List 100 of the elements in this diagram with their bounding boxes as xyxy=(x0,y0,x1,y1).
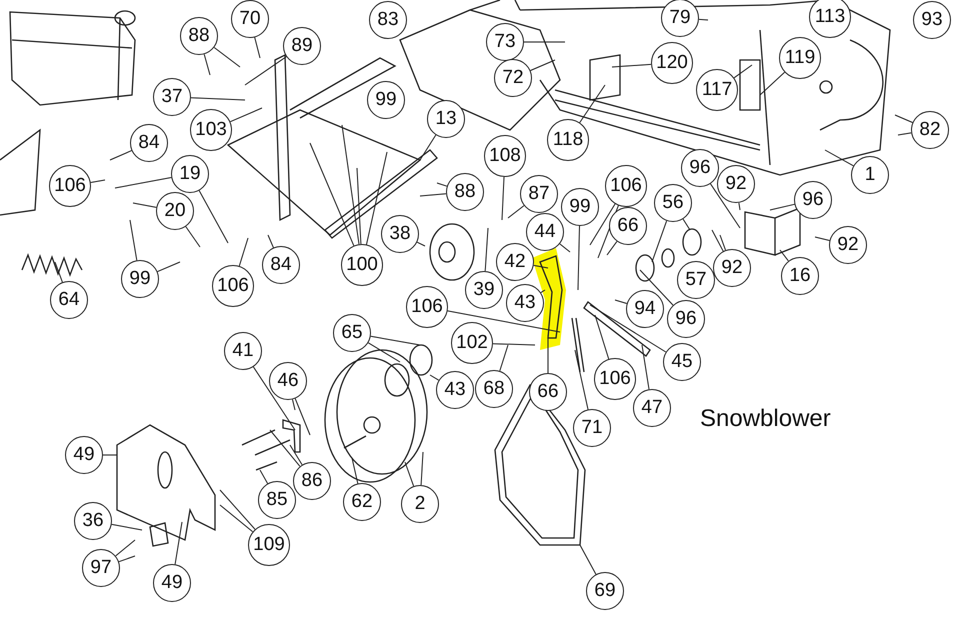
callout-number: 120 xyxy=(651,42,693,84)
callout-number: 62 xyxy=(343,483,381,521)
callout-number: 49 xyxy=(153,564,191,602)
leader-line xyxy=(492,343,536,346)
callout-number: 79 xyxy=(661,0,699,37)
leader-line xyxy=(533,264,548,268)
leader-line xyxy=(640,270,674,306)
leader-line xyxy=(118,556,136,562)
leader-line xyxy=(420,134,436,160)
leader-line xyxy=(290,444,303,466)
callout-number: 19 xyxy=(171,155,209,193)
callout-number: 44 xyxy=(526,213,564,251)
callout-number: 103 xyxy=(190,109,232,151)
leader-line xyxy=(814,236,830,241)
leader-line xyxy=(698,18,708,20)
leader-line xyxy=(720,234,726,251)
leader-line xyxy=(738,202,740,210)
leader-line xyxy=(54,262,63,283)
leader-line xyxy=(578,226,580,290)
leader-line xyxy=(590,304,666,352)
callout-number: 92 xyxy=(829,226,867,264)
leader-line xyxy=(760,72,786,96)
leader-line xyxy=(712,230,724,252)
leader-line xyxy=(190,97,246,100)
leader-line xyxy=(594,314,610,360)
callout-number: 68 xyxy=(475,370,513,408)
callout-number: 1 xyxy=(851,156,889,194)
leader-line xyxy=(574,350,588,410)
leader-line xyxy=(220,504,254,532)
callout-number: 16 xyxy=(781,257,819,295)
callout-number: 65 xyxy=(333,314,371,352)
callout-number: 106 xyxy=(212,265,254,307)
leader-line xyxy=(268,234,274,248)
leader-line xyxy=(356,168,362,244)
callout-number: 99 xyxy=(121,260,159,298)
leader-line xyxy=(352,458,358,484)
callout-number: 97 xyxy=(82,549,120,587)
callout-number: 72 xyxy=(494,59,532,97)
leader-line xyxy=(366,152,388,245)
leader-line xyxy=(254,36,260,58)
leader-line xyxy=(260,470,268,484)
leader-line xyxy=(102,454,118,456)
callout-number: 87 xyxy=(520,175,558,213)
leader-line xyxy=(579,84,606,124)
leader-line xyxy=(115,540,136,556)
leader-line xyxy=(824,150,854,166)
leader-line xyxy=(198,190,228,244)
leader-line xyxy=(204,54,210,76)
callout-number: 83 xyxy=(369,1,407,39)
callout-number: 47 xyxy=(633,389,671,427)
leader-line xyxy=(652,220,668,262)
leader-line xyxy=(770,204,795,210)
leader-line xyxy=(898,132,912,136)
callout-number: 85 xyxy=(258,481,296,519)
leader-line xyxy=(270,430,300,467)
leader-line xyxy=(368,342,400,362)
callout-number: 66 xyxy=(609,207,647,245)
callout-number: 42 xyxy=(496,243,534,281)
leader-line xyxy=(157,262,180,272)
leader-line xyxy=(310,142,354,246)
leader-line xyxy=(614,300,628,304)
callout-number: 106 xyxy=(49,165,91,207)
callout-number: 64 xyxy=(50,281,88,319)
leader-line xyxy=(404,462,414,487)
leader-line xyxy=(111,524,142,530)
callout-number: 93 xyxy=(913,1,951,39)
callout-number: 57 xyxy=(677,261,715,299)
diagram-title: Snowblower xyxy=(700,405,831,433)
leader-line xyxy=(110,150,132,160)
leader-line xyxy=(185,226,200,248)
leader-line xyxy=(420,452,424,486)
callout-number: 70 xyxy=(231,0,269,38)
leader-line xyxy=(130,220,138,261)
callout-number: 106 xyxy=(605,165,647,207)
callout-number: 41 xyxy=(224,332,262,370)
callout-number: 96 xyxy=(667,300,705,338)
leader-line xyxy=(894,114,913,123)
leader-line xyxy=(230,108,262,122)
leader-line xyxy=(734,64,752,78)
callout-number: 84 xyxy=(262,246,300,284)
leader-line xyxy=(508,205,524,218)
callout-number: 43 xyxy=(436,371,474,409)
leader-line xyxy=(214,47,240,68)
leader-line xyxy=(252,366,296,430)
callout-number: 49 xyxy=(65,436,103,474)
leader-line xyxy=(370,336,420,346)
callout-number: 84 xyxy=(130,124,168,162)
leader-line xyxy=(220,490,256,530)
callout-number: 92 xyxy=(717,165,755,203)
callout-number: 119 xyxy=(779,37,821,79)
leader-line xyxy=(90,180,106,183)
leader-line xyxy=(430,374,440,381)
leader-line xyxy=(682,218,690,230)
callout-number: 86 xyxy=(293,462,331,500)
callout-number: 2 xyxy=(401,485,439,523)
callout-number: 89 xyxy=(283,27,321,65)
callout-number: 37 xyxy=(153,78,191,116)
callout-number: 113 xyxy=(809,0,851,38)
callout-number: 100 xyxy=(341,244,383,286)
callout-number: 71 xyxy=(573,409,611,447)
